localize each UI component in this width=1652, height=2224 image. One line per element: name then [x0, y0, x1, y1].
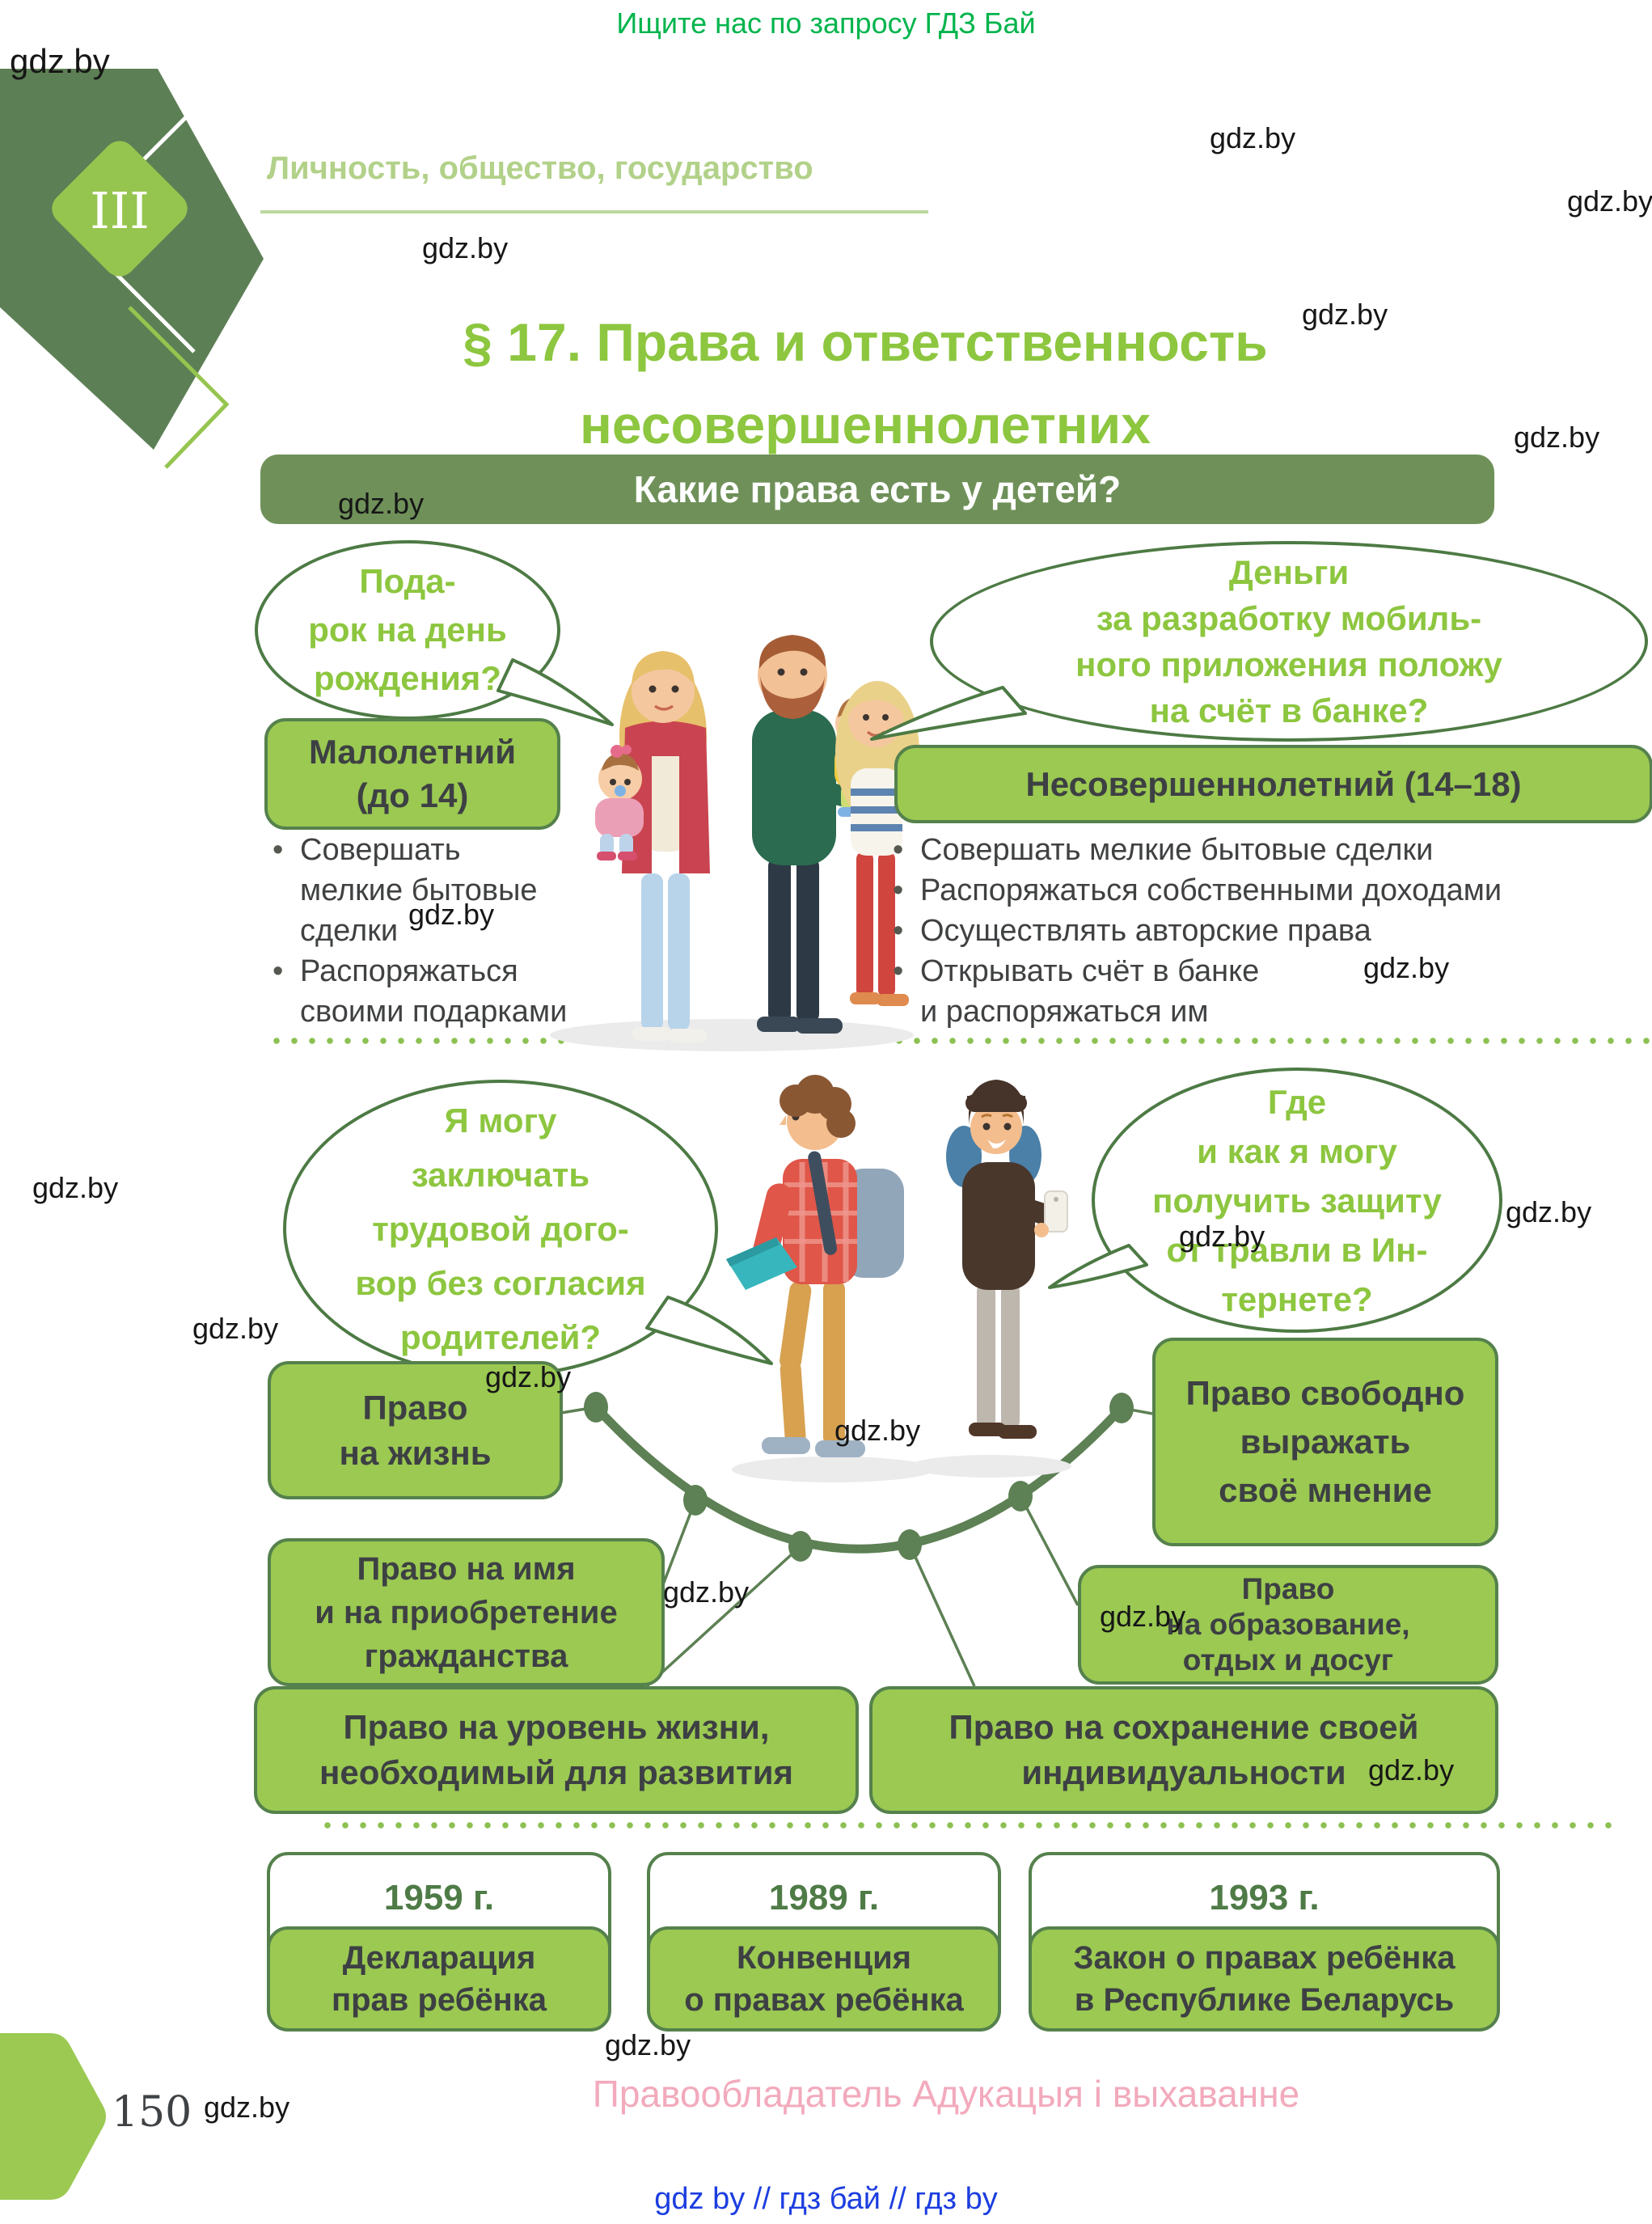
teen-girl-figure: [946, 1080, 1068, 1439]
badge-numeral: III: [90, 181, 149, 240]
bullet-item: Совершать мелкие бытовые сделки: [893, 830, 1652, 870]
rights-box-opinion: Право свободно выражать своё мнение: [1152, 1338, 1498, 1546]
copyright: Правообладатель Адукацыя і выхаванне: [592, 2073, 1300, 2115]
card-label-convention: Конвенция о правах ребёнка: [647, 1926, 1001, 2032]
speech-bubble-bullying: Где и как я могу получить защиту от трав…: [1092, 1068, 1502, 1333]
baby-figure: [595, 745, 644, 860]
dotted-divider-bottom: [323, 1821, 1617, 1829]
speech-bubble-contract: Я могу заключать трудовой дого- вор без …: [283, 1080, 718, 1377]
rights-box-life: Право на жизнь: [268, 1361, 563, 1499]
arc-node: [898, 1529, 922, 1560]
arc-node: [1008, 1481, 1033, 1512]
bullet-item: Совершать мелкие бытовые сделки: [273, 830, 580, 951]
rights-box-education: Право на образование, отдых и досуг: [1078, 1565, 1498, 1685]
card-year: 1989 г.: [768, 1878, 880, 1917]
bullet-item: Распоряжаться своими подарками: [273, 951, 580, 1032]
bullet-list-minor: Совершать мелкие бытовые сделки Распоряж…: [273, 830, 580, 1032]
age-box-minor: Малолетний (до 14): [264, 718, 560, 830]
rights-box-name: Право на имя и на приобретение гражданст…: [268, 1538, 665, 1686]
card-label-declaration: Декларация прав ребёнка: [267, 1926, 611, 2032]
top-search-notice: Ищите нас по запросу ГДЗ Бай: [616, 6, 1036, 40]
girl-shadow: [910, 1455, 1071, 1478]
page-arrow: [0, 2033, 106, 2200]
arc-node: [683, 1485, 708, 1516]
bullet-item: Распоряжаться собственными доходами: [893, 870, 1652, 911]
arc-node: [584, 1392, 608, 1423]
arc-node: [1109, 1393, 1134, 1423]
badge-light-diamond: [52, 141, 188, 277]
arc-node: [788, 1531, 813, 1562]
chapter-badge: III: [0, 69, 264, 469]
boy-shadow: [732, 1457, 934, 1482]
family-illustration: [550, 635, 919, 1051]
speech-bubble-bank: Деньги за разработку мобиль- ного прилож…: [930, 541, 1648, 742]
arc-line: [592, 1404, 1126, 1554]
header-underline: [260, 210, 928, 214]
qa-banner: Какие права есть у детей?: [260, 455, 1494, 524]
page-number: 150: [112, 2088, 192, 2137]
bullet-list-teen: Совершать мелкие бытовые сделки Распоряж…: [893, 830, 1652, 1032]
bullet-item: Осуществлять авторские права: [893, 911, 1652, 951]
age-box-teen: Несовершеннолетний (14–18): [894, 745, 1652, 823]
footer-links[interactable]: gdz by // гдз бай // гдз by: [654, 2182, 998, 2216]
card-year: 1993 г.: [1209, 1878, 1320, 1917]
rights-box-living-standard: Право на уровень жизни, необходимый для …: [254, 1686, 859, 1814]
card-label-law: Закон о правах ребёнка в Республике Бела…: [1029, 1926, 1500, 2032]
dotted-divider-top: [273, 1037, 1652, 1045]
bullet-item: Открывать счёт в банке и распоряжаться и…: [893, 951, 1652, 1032]
rights-box-individuality: Право на сохранение своей индивидуальнос…: [869, 1686, 1498, 1814]
mother-figure: [595, 651, 710, 1042]
card-year: 1959 г.: [383, 1878, 495, 1917]
chapter-header: Личность, общество, государство: [267, 150, 813, 186]
badge-green-zigzag: [128, 306, 230, 469]
paragraph-title: § 17. Права и ответственность несовершен…: [463, 312, 1268, 455]
teen-boy-figure: [726, 1075, 904, 1457]
teens-illustration: [726, 1075, 1071, 1482]
